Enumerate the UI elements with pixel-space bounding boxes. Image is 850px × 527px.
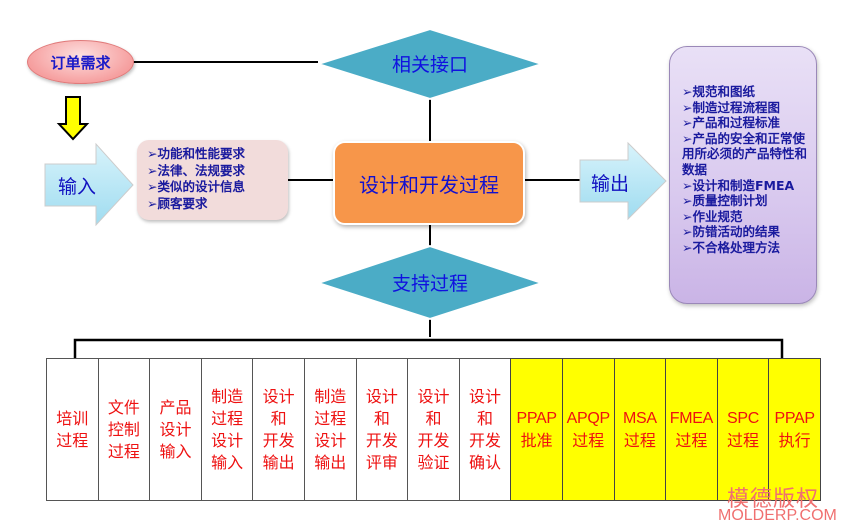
output-item: ➢产品和过程标准: [682, 115, 780, 131]
support-item-cell: 培训过程: [46, 358, 99, 501]
support-item-line: 开发: [469, 430, 502, 450]
support-item-cell: 设计和开发确认: [458, 358, 512, 501]
support-item-cell: PPAP 执行: [768, 358, 821, 501]
support-item-line: FMEA: [669, 409, 714, 427]
support-item-cell: 制造过程设计输入: [200, 358, 254, 501]
support-item-cell: SPC 过程: [716, 358, 770, 501]
support-item-line: PPAP: [774, 409, 815, 427]
support-item-line: APQP: [566, 409, 611, 427]
output-item: ➢产品的安全和正常使用所必须的产品特性和数据: [682, 130, 808, 177]
core-process-label: 设计和开发过程: [359, 172, 499, 197]
support-item-line: 文件: [107, 397, 140, 417]
support-item-line: 和: [373, 408, 390, 428]
support-item-line: 和: [270, 408, 287, 428]
support-item-line: 制造: [211, 386, 244, 406]
support-item-cell: 设计和开发评审: [355, 358, 409, 501]
support-item-line: 设计: [314, 430, 347, 450]
support-item-line: 和: [477, 408, 494, 428]
support-item-line: 确认: [469, 452, 502, 472]
watermark-cn: 模德版权: [727, 487, 820, 512]
input-item: ➢类似的设计信息: [147, 179, 245, 194]
order-demand-node: 订单需求: [27, 40, 134, 84]
support-item-cell: 设计和开发输出: [252, 358, 305, 501]
support-item-line: 设计: [159, 419, 192, 439]
core-process-node: 设计和开发过程: [333, 141, 525, 225]
support-item-line: 控制: [107, 419, 140, 439]
support-item-line: 过程: [314, 408, 347, 428]
support-item-line: PPAP: [516, 409, 557, 427]
output-arrow-label: 输出: [591, 172, 630, 195]
support-diamond: [314, 244, 546, 321]
support-item-line: SPC: [727, 409, 759, 427]
support-item-line: 培训: [56, 408, 89, 428]
support-item-cell: 设计和开发验证: [407, 358, 460, 501]
support-item-line: 过程: [727, 430, 760, 450]
support-item-line: 输入: [159, 441, 192, 461]
support-item-line: 输出: [314, 452, 347, 472]
support-item-cell: 文件控制过程: [97, 358, 151, 501]
support-item-cell: PPAP 批准: [510, 358, 563, 501]
support-item-line: 开发: [365, 430, 398, 450]
input-arrow-label: 输入: [58, 175, 97, 198]
support-label: 支持过程: [391, 272, 468, 295]
support-item-cell: FMEA 过程: [665, 358, 718, 501]
output-item: ➢质量控制计划: [682, 193, 768, 209]
input-arrow: [44, 142, 134, 227]
down-arrow-icon: [56, 96, 90, 141]
support-item-line: 输出: [262, 452, 295, 472]
support-item-line: 和: [425, 408, 442, 428]
support-item-line: 开发: [262, 430, 295, 450]
watermark-en: MOLDERP.COM: [718, 507, 837, 524]
support-item-line: 过程: [675, 430, 708, 450]
input-item: ➢顾客要求: [147, 195, 208, 211]
support-item-line: 设计: [469, 386, 502, 406]
input-item: ➢法律、法规要求: [147, 162, 245, 178]
support-item-line: 批准: [520, 430, 553, 450]
output-item: ➢设计和制造FMEA: [682, 177, 795, 193]
support-item-cell: APQP 过程: [561, 358, 615, 501]
support-item-line: 过程: [211, 408, 244, 428]
interface-label: 相关接口: [391, 53, 468, 76]
support-item-line: MSA: [622, 409, 657, 427]
support-item-line: 设计: [365, 386, 398, 406]
output-item: ➢作业规范: [682, 208, 743, 224]
support-item-line: 过程: [623, 430, 656, 450]
support-item-line: 产品: [159, 397, 192, 417]
support-bus-line: [73, 338, 784, 358]
support-item-line: 设计: [417, 386, 450, 406]
support-process-table: 培训过程文件控制过程产品设计输入制造过程设计输入设计和开发输出制造过程设计输出设…: [46, 358, 821, 501]
input-list: ➢功能和性能要求 ➢法律、法规要求 ➢类似的设计信息 ➢顾客要求: [137, 140, 288, 220]
support-item-line: 输入: [211, 452, 244, 472]
output-item: ➢规范和图纸: [682, 84, 755, 99]
output-list: ➢规范和图纸 ➢制造过程流程图 ➢产品和过程标准 ➢产品的安全和正常使用所必须的…: [669, 46, 817, 304]
support-item-cell: 制造过程设计输出: [303, 358, 357, 501]
support-item-cell: MSA 过程: [613, 358, 667, 501]
output-arrow: [579, 141, 667, 221]
support-item-line: 过程: [56, 430, 89, 450]
input-item: ➢功能和性能要求: [147, 146, 245, 161]
support-item-line: 过程: [107, 441, 140, 461]
interface-diamond: [314, 27, 546, 101]
support-item-cell: 产品设计输入: [149, 358, 202, 501]
support-item-line: 设计: [262, 386, 295, 406]
support-item-line: 设计: [211, 430, 244, 450]
output-item: ➢不合格处理方法: [682, 239, 780, 255]
output-item: ➢防错活动的结果: [682, 224, 780, 240]
order-demand-label: 订单需求: [50, 53, 111, 72]
support-item-line: 执行: [778, 430, 811, 450]
support-item-line: 制造: [314, 386, 347, 406]
output-item: ➢制造过程流程图: [682, 99, 780, 115]
support-item-line: 验证: [417, 452, 450, 472]
support-item-line: 开发: [417, 430, 450, 450]
support-item-line: 评审: [365, 452, 398, 472]
support-item-line: 过程: [572, 430, 605, 450]
